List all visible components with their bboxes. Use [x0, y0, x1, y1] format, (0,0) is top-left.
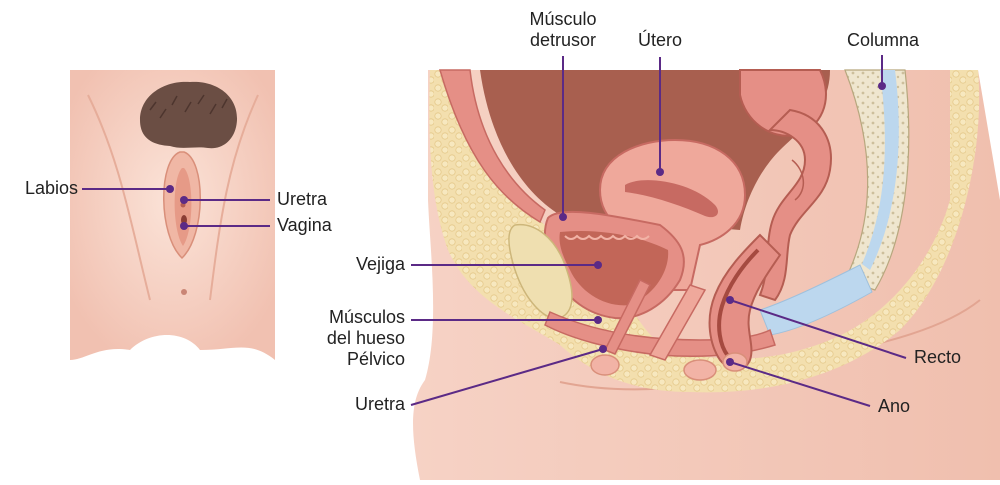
dot-columna [878, 82, 886, 90]
label-recto: Recto [914, 347, 961, 368]
label-musculos-hueso-pelvico: Músculos del hueso Pélvico [285, 307, 405, 370]
label-musculos-line3: Pélvico [285, 349, 405, 370]
label-musculo-detrusor: Músculo detrusor [503, 9, 623, 51]
dot-vagina [180, 222, 188, 230]
dot-uretra-right [599, 345, 607, 353]
label-uretra-right: Uretra [300, 394, 405, 415]
dot-vejiga [594, 261, 602, 269]
label-labios: Labios [4, 178, 78, 199]
label-vejiga: Vejiga [300, 254, 405, 275]
external-view [70, 70, 275, 360]
label-musculos-line1: Músculos [285, 307, 405, 328]
dot-labios [166, 185, 174, 193]
perineum-bump-mid [684, 360, 716, 380]
dot-recto [726, 296, 734, 304]
label-musculo-detrusor-line2: detrusor [503, 30, 623, 51]
label-columna: Columna [828, 30, 938, 51]
dot-musculos [594, 316, 602, 324]
label-musculo-detrusor-line1: Músculo [503, 9, 623, 30]
dot-utero [656, 168, 664, 176]
sagittal-section [413, 70, 1000, 480]
label-musculos-line2: del hueso [285, 328, 405, 349]
hair [140, 82, 237, 148]
label-ano: Ano [878, 396, 910, 417]
external-anus [181, 289, 187, 295]
label-utero: Útero [620, 30, 700, 51]
dot-musculo-detrusor [559, 213, 567, 221]
label-uretra-left: Uretra [277, 189, 327, 210]
label-vagina: Vagina [277, 215, 332, 236]
dot-uretra-left [180, 196, 188, 204]
perineum-bump-left [591, 355, 619, 375]
dot-ano [726, 358, 734, 366]
